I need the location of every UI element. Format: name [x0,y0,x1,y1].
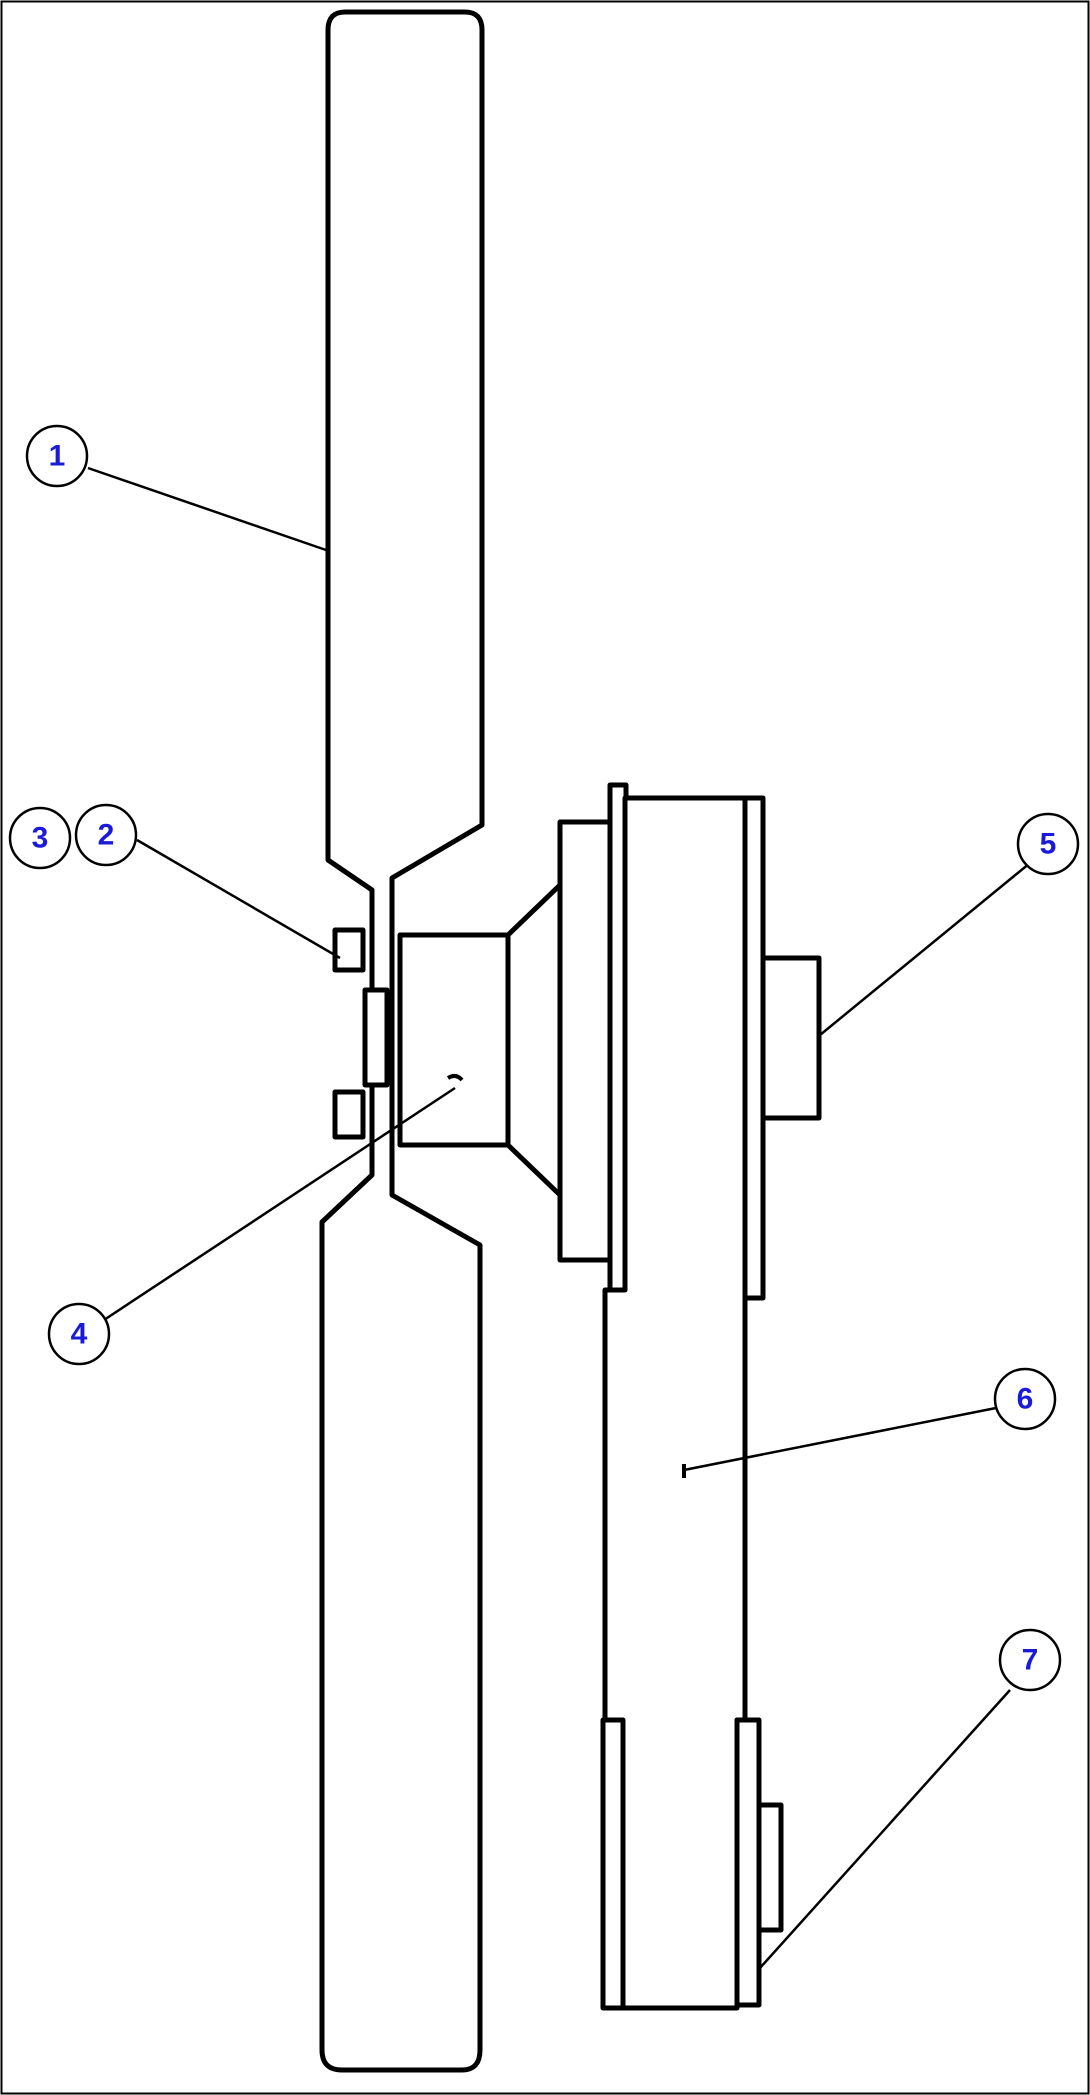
callout-6: 6 [993,1367,1057,1431]
leader-4 [103,1086,456,1322]
crank-pulley [600,1717,626,2011]
bolt-lower [332,1089,366,1140]
callout-3: 3 [8,806,72,870]
callout-label-7: 7 [1022,1644,1039,1677]
callout-2: 2 [74,803,138,867]
callout-label-4: 4 [71,1318,88,1351]
crank-hub [756,1802,784,1933]
crank-pulley-rear [734,1717,762,2008]
callout-label-2: 2 [98,819,115,852]
drive-belt [602,795,748,2011]
hub-plate [362,987,390,1088]
fan-blade [319,9,485,2073]
callout-label-1: 1 [49,440,66,473]
callout-5: 5 [1016,812,1080,876]
callout-label-3: 3 [32,822,49,855]
callout-label-5: 5 [1040,828,1057,861]
leader-2 [136,838,341,960]
belt-rear-flange [742,795,766,1301]
callout-7: 7 [998,1628,1062,1692]
leader-6 [683,1406,997,1472]
spacer-taper [505,882,563,1198]
idler-hub [760,955,822,1121]
fan-spacer [397,932,513,1148]
callout-label-6: 6 [1017,1383,1034,1416]
callout-4: 4 [47,1302,111,1366]
leader-7 [759,1689,1011,1969]
leader-1 [87,466,327,552]
leader-5 [819,862,1031,1036]
fan-pulley [557,819,618,1263]
bolt-upper [332,927,366,973]
callout-1: 1 [25,424,89,488]
spacer-mark [446,1073,464,1082]
